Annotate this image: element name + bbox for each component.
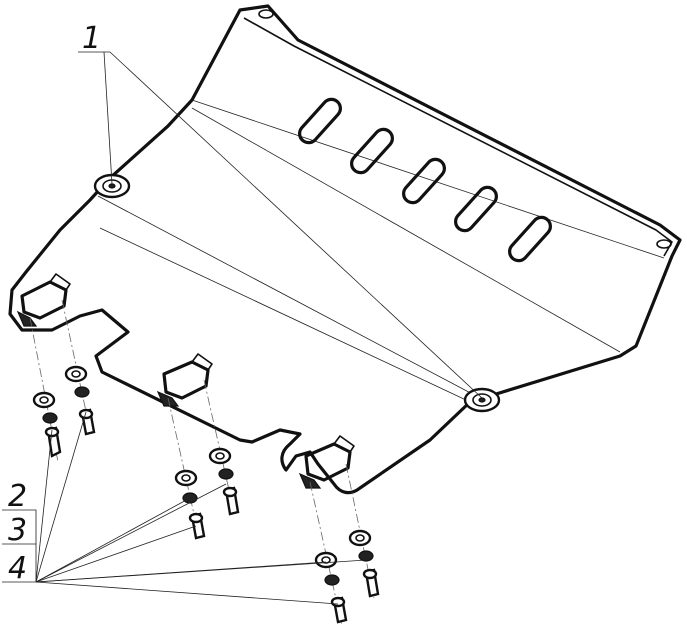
mount-hole	[656, 239, 672, 249]
bracket-middle	[156, 353, 213, 407]
callout-label-4: 4	[8, 551, 27, 586]
mount-hole	[258, 9, 274, 19]
fastener-set-left-a	[32, 391, 62, 458]
fastener-set-right-b	[348, 529, 380, 598]
plate-inner-edge	[243, 17, 673, 257]
bend-line-upper	[191, 99, 665, 259]
callout-label-2: 2	[8, 479, 27, 514]
vent-slot	[454, 185, 498, 233]
vent-slot	[350, 127, 394, 175]
plate-outline	[8, 4, 682, 495]
bend-line-middle	[191, 107, 621, 353]
grommet-upper	[93, 173, 131, 199]
bracket-left	[16, 273, 71, 327]
bend-line-front	[99, 227, 467, 401]
bracket-right	[298, 435, 355, 489]
callout-label-1: 1	[82, 21, 101, 56]
fastener-set-mid-b	[208, 447, 240, 516]
fastener-axes	[29, 299, 375, 627]
vent-slots	[298, 97, 552, 263]
vent-slot	[508, 215, 552, 263]
callout-label-3: 3	[8, 513, 27, 548]
leader-lines-items-2-4	[2, 411, 367, 605]
bend-line-lower	[97, 195, 481, 399]
grommet-lower	[463, 387, 501, 413]
vent-slot	[402, 157, 446, 205]
fastener-set-left-b	[64, 365, 96, 436]
skid-plate	[8, 4, 682, 495]
vent-slot	[298, 97, 342, 145]
leader-lines-item-1	[78, 51, 483, 399]
